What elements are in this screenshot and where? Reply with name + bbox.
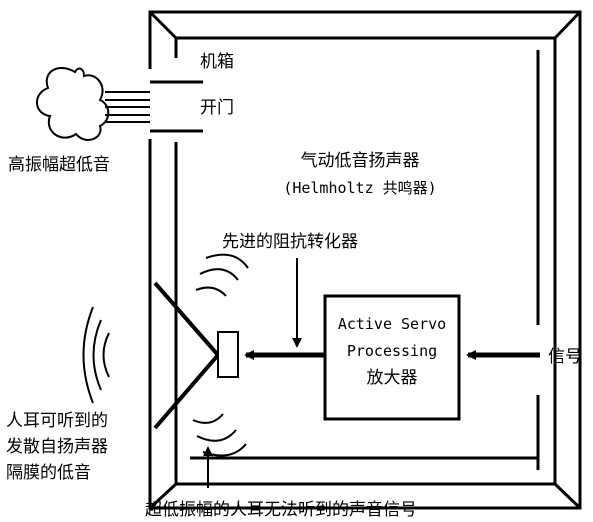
inner-sound-waves (192, 253, 249, 457)
amplifier-box (323, 294, 461, 421)
helmholtz-label: (Helmholtz 共鸣器) (283, 179, 436, 197)
amplifier-label-line3: 放大器 (367, 368, 418, 388)
air-puff-cloud-icon (36, 67, 110, 141)
outer-sound-waves (82, 306, 110, 404)
cabinet-corner-tl (148, 10, 178, 40)
voice-coil (217, 331, 239, 378)
high-amplitude-bass-label: 高振幅超低音 (8, 155, 110, 175)
amplifier-label-line2: Processing (347, 342, 437, 360)
cabinet-label: 机箱 (200, 52, 234, 72)
cabinet-corner-br (553, 482, 582, 510)
signal-label: 信号 (548, 347, 582, 367)
cabinet-corner-tr (553, 10, 582, 40)
speaker-type-label: 气动低音扬声器 (301, 151, 420, 171)
impedance-converter-label: 先进的阻抗转化器 (222, 232, 358, 252)
air-flow-lines (105, 91, 150, 123)
amplifier-label-line1: Active Servo (338, 315, 446, 333)
audible-bass-label-line2: 发散自扬声器 (6, 437, 108, 457)
cabinet-outer-top-right (148, 10, 582, 510)
inaudible-signal-label: 超低振幅的人耳无法听到的声音信号 (145, 500, 417, 520)
cabinet-corner-bl (148, 482, 178, 510)
port-label: 开门 (200, 98, 234, 118)
audible-bass-label-line3: 隔膜的低音 (6, 463, 91, 483)
port-tube (150, 80, 203, 133)
cabinet-inner-top (174, 36, 557, 486)
audible-bass-label-line1: 人耳可听到的 (6, 411, 108, 431)
cabinet-frame (148, 10, 582, 510)
speaker-cone (153, 281, 221, 430)
